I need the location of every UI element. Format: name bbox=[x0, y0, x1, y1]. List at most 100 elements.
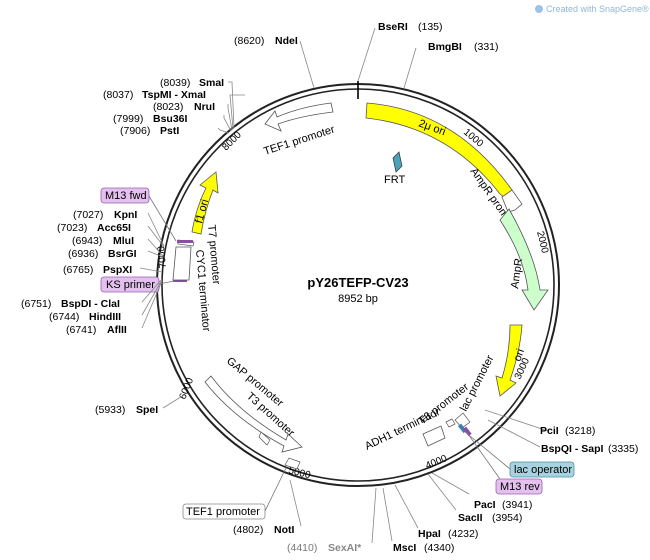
site-bseri[interactable]: BseRI (135) bbox=[378, 21, 443, 33]
primer-ks[interactable]: KS primer bbox=[100, 276, 175, 293]
feature-tef1-promoter-top-label: TEF1 promoter bbox=[262, 123, 336, 157]
site-msci-pos: (4340) bbox=[424, 542, 454, 554]
site-acc65i-pos: (7023) bbox=[57, 222, 87, 234]
feature-gap-promoter-arrow[interactable] bbox=[204, 375, 303, 453]
site-noti[interactable]: (4802) NotI bbox=[233, 524, 294, 536]
site-pspxi[interactable]: (6765) PspXI bbox=[63, 264, 132, 276]
feature-tef1-promoter-top-arrow[interactable] bbox=[264, 102, 334, 132]
snapgene-logo-icon bbox=[535, 5, 543, 13]
feature-frt-arrow[interactable] bbox=[392, 151, 403, 173]
site-bseri-name: BseRI bbox=[378, 21, 408, 33]
site-hpai-pos: (4232) bbox=[448, 528, 478, 540]
mcs-marker-upper bbox=[177, 240, 193, 243]
site-sacii[interactable]: SacII (3954) bbox=[458, 512, 522, 524]
feature-ori-label: ori bbox=[512, 347, 527, 363]
site-bspqi-pos: (3335) bbox=[608, 443, 638, 455]
site-pspxi-pos: (6765) bbox=[63, 264, 93, 276]
site-hindiii-pos: (6744) bbox=[49, 311, 79, 323]
site-kpni-pos: (7027) bbox=[73, 209, 103, 221]
site-bseri-pos: (135) bbox=[418, 21, 443, 33]
site-pcii[interactable]: PciI (3218) bbox=[540, 425, 595, 437]
site-hindiii-name: HindIII bbox=[89, 311, 121, 323]
feature-ampr-label: AmpR bbox=[509, 257, 525, 289]
site-pcii-pos: (3218) bbox=[565, 425, 595, 437]
feature-t3-promoter-right-arrow[interactable] bbox=[445, 418, 456, 428]
feature-cyc1-terminator-box[interactable] bbox=[172, 246, 192, 281]
feature-ampr-arrow[interactable] bbox=[499, 208, 549, 311]
site-bspdi-name: BspDI - ClaI bbox=[61, 298, 120, 310]
site-acc65i[interactable]: (7023) Acc65I bbox=[57, 222, 131, 234]
site-msci-name: MscI bbox=[393, 542, 416, 554]
plasmid-name: pY26TEFP-CV23 bbox=[307, 275, 408, 290]
site-paci-name: PacI bbox=[474, 499, 496, 511]
site-ndei[interactable]: (8620) NdeI bbox=[234, 35, 298, 47]
feature-tef1-promoter-bottom-arrow[interactable] bbox=[284, 457, 301, 470]
primer-m13-fwd-label: M13 fwd bbox=[105, 190, 147, 202]
site-leader-lines bbox=[139, 27, 549, 544]
m13-rev-marker bbox=[462, 426, 472, 437]
feature-f1-ori-arrow[interactable] bbox=[191, 171, 219, 235]
site-noti-name: NotI bbox=[274, 524, 294, 536]
tick-5000: 5000 bbox=[287, 465, 312, 481]
site-nrui[interactable]: (8023) NruI bbox=[153, 101, 215, 113]
site-psti-pos: (7906) bbox=[120, 125, 150, 137]
site-kpni-name: KpnI bbox=[114, 209, 137, 221]
primer-m13-fwd[interactable]: M13 fwd bbox=[100, 187, 177, 242]
site-kpni[interactable]: (7027) KpnI bbox=[73, 209, 137, 221]
site-mlui[interactable]: (6943) MluI bbox=[72, 235, 134, 247]
feature-adh1-terminator-box[interactable] bbox=[422, 425, 446, 447]
site-bsu36i-name: Bsu36I bbox=[153, 113, 188, 125]
site-sexai-name: SexAI* bbox=[328, 542, 362, 554]
site-sexai-pos: (4410) bbox=[287, 542, 317, 554]
feature-lac-operator-tag[interactable]: lac operator bbox=[463, 430, 575, 478]
site-bspdi-pos: (6751) bbox=[21, 298, 51, 310]
site-aflii-name: AflII bbox=[107, 324, 127, 336]
site-bsu36i[interactable]: (7999) Bsu36I bbox=[113, 113, 188, 125]
site-bsrgi[interactable]: (6936) BsrGI bbox=[68, 248, 137, 260]
site-spei-name: SpeI bbox=[136, 404, 158, 416]
site-mlui-pos: (6943) bbox=[72, 235, 102, 247]
site-tspmi-pos: (8037) bbox=[103, 89, 133, 101]
feature-frt-label: FRT bbox=[384, 174, 405, 186]
site-sacii-pos: (3954) bbox=[492, 512, 522, 524]
site-aflii-pos: (6741) bbox=[66, 324, 96, 336]
site-paci[interactable]: PacI (3941) bbox=[474, 499, 532, 511]
feature-ori-arrow[interactable] bbox=[495, 324, 523, 397]
watermark-text: Created with SnapGene® bbox=[546, 4, 649, 14]
site-smai-pos: (8039) bbox=[160, 77, 190, 89]
site-msci[interactable]: MscI (4340) bbox=[393, 542, 454, 554]
site-sexai[interactable]: (4410) SexAI* bbox=[287, 542, 362, 554]
tef1-promoter-bottom-label: TEF1 promoter bbox=[186, 506, 260, 518]
site-psti-name: PstI bbox=[160, 125, 179, 137]
site-psti[interactable]: (7906) PstI bbox=[120, 125, 179, 137]
feature-tef1-promoter-bottom-tag[interactable]: TEF1 promoter bbox=[182, 467, 287, 520]
site-tspmi[interactable]: (8037) TspMI - XmaI bbox=[103, 89, 206, 101]
site-bmgbi[interactable]: BmgBI (331) bbox=[428, 41, 499, 53]
site-bsrgi-name: BsrGI bbox=[108, 248, 137, 260]
site-bspdi[interactable]: (6751) BspDI - ClaI bbox=[21, 298, 120, 310]
site-acc65i-name: Acc65I bbox=[97, 222, 131, 234]
site-smai[interactable]: (8039) SmaI bbox=[160, 77, 224, 89]
site-ndei-pos: (8620) bbox=[234, 35, 264, 47]
primer-m13-rev[interactable]: M13 rev bbox=[467, 433, 543, 495]
site-hindiii[interactable]: (6744) HindIII bbox=[49, 311, 121, 323]
feature-t3-promoter-left-arrow[interactable] bbox=[258, 431, 271, 446]
site-bspqi-name: BspQI - SapI bbox=[541, 443, 604, 455]
site-nrui-pos: (8023) bbox=[153, 101, 183, 113]
tick-8000: 8000 bbox=[220, 129, 244, 153]
site-bsu36i-pos: (7999) bbox=[113, 113, 143, 125]
site-aflii[interactable]: (6741) AflII bbox=[66, 324, 127, 336]
site-spei[interactable]: (5933) SpeI bbox=[95, 404, 158, 416]
site-tspmi-name: TspMI - XmaI bbox=[142, 89, 206, 101]
primer-ks-label: KS primer bbox=[106, 279, 155, 291]
site-bspqi[interactable]: BspQI - SapI (3335) bbox=[541, 443, 638, 455]
feature-ampr-promoter-arrow[interactable] bbox=[501, 189, 523, 213]
site-hpai[interactable]: HpaI (4232) bbox=[418, 528, 478, 540]
site-noti-pos: (4802) bbox=[233, 524, 263, 536]
site-smai-name: SmaI bbox=[199, 77, 224, 89]
feature-adh1-terminator-label: ADH1 terminator bbox=[363, 406, 442, 453]
site-bmgbi-name: BmgBI bbox=[428, 41, 462, 53]
tick-2000: 2000 bbox=[534, 230, 550, 255]
site-pcii-name: PciI bbox=[540, 425, 559, 437]
